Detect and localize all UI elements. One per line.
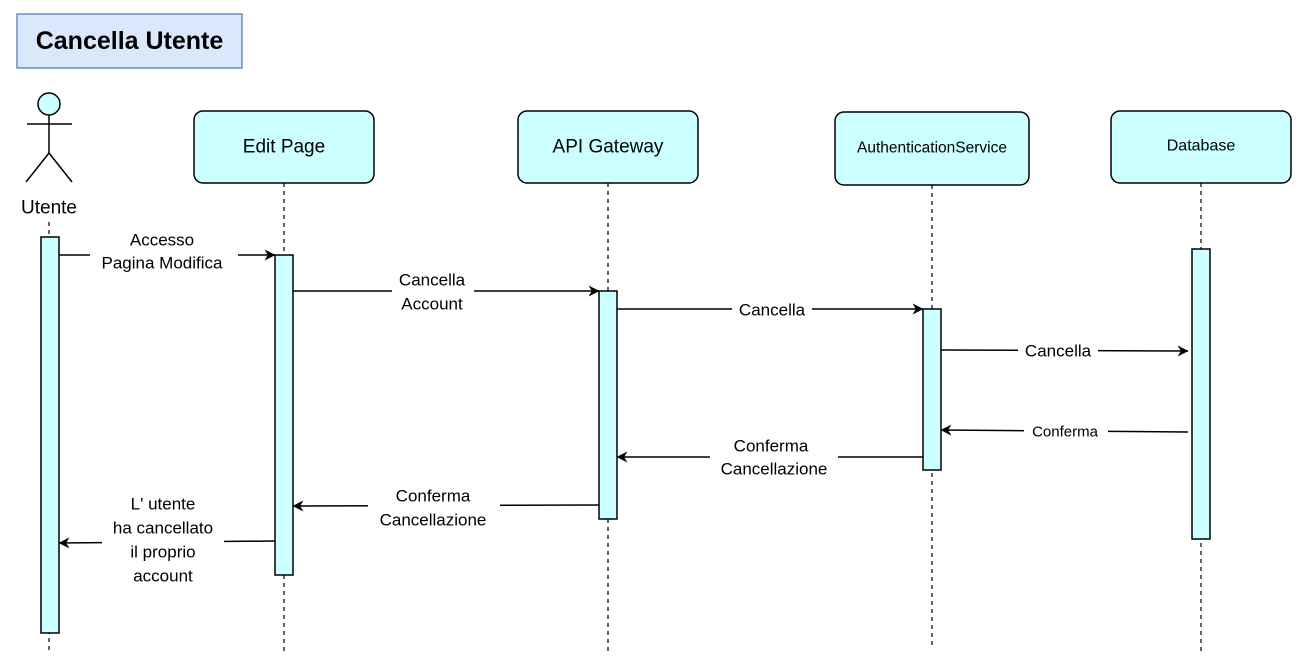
messages bbox=[58, 249, 1189, 549]
message-label-m6-line1: Conferma bbox=[734, 437, 809, 456]
activation-utente bbox=[40, 236, 60, 634]
diagram-title: Cancella Utente bbox=[16, 13, 243, 69]
title-box bbox=[16, 13, 243, 69]
participant-edit-page: Edit Page bbox=[193, 110, 375, 184]
message-label-m3: Cancella bbox=[739, 301, 806, 320]
participant-label: API Gateway bbox=[553, 137, 664, 158]
actor-label: Utente bbox=[21, 198, 77, 219]
message-label-m4: Cancella bbox=[1025, 342, 1092, 361]
message-label-m8-line2: ha cancellato bbox=[113, 519, 213, 538]
message-label-m2-line2: Account bbox=[401, 295, 463, 314]
participant-authentication-service: AuthenticationService bbox=[834, 111, 1030, 186]
actor-utente bbox=[25, 92, 73, 183]
participant-label: AuthenticationService bbox=[857, 140, 1007, 157]
activation-database bbox=[1191, 248, 1211, 540]
activation-authentication-service bbox=[922, 308, 942, 471]
participant-label: Database bbox=[1167, 138, 1236, 155]
title-text: Cancella Utente bbox=[36, 27, 224, 55]
message-label-m1-line2: Pagina Modifica bbox=[102, 254, 224, 273]
participant-database: Database bbox=[1110, 110, 1292, 184]
activation-edit-page bbox=[274, 254, 294, 576]
message-label-m2-line1: Cancella bbox=[399, 271, 466, 290]
activation-api-gateway bbox=[598, 290, 618, 520]
message-label-m1-line1: Accesso bbox=[130, 231, 194, 250]
participant-label: Edit Page bbox=[243, 137, 325, 158]
message-label-m7-line2: Cancellazione bbox=[380, 511, 487, 530]
activation-bars bbox=[40, 236, 1211, 634]
actor-head bbox=[37, 92, 61, 116]
participant-api-gateway: API Gateway bbox=[517, 110, 699, 184]
message-label-m8-line3: il proprio bbox=[130, 543, 195, 562]
message-label-m8-line1: L' utente bbox=[131, 495, 196, 514]
message-label-m6-line2: Cancellazione bbox=[721, 460, 828, 479]
message-label-m7-line1: Conferma bbox=[396, 487, 471, 506]
message-label-m5: Conferma bbox=[1032, 424, 1099, 441]
message-label-m8-line4: account bbox=[133, 567, 193, 586]
message-labels: Accesso Pagina Modifica Cancella Account… bbox=[90, 229, 1108, 588]
